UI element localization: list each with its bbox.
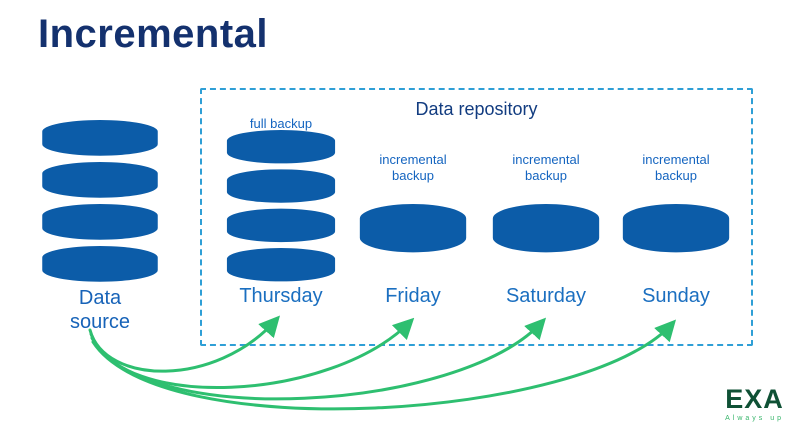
data-repository-label: Data repository — [415, 99, 538, 119]
saturday-day-label: Saturday — [505, 285, 587, 307]
saturday-backup-type-label: incremental backup — [512, 152, 580, 184]
exa-logo: EXA Always up — [725, 384, 784, 423]
data-source-database-icon — [42, 120, 158, 282]
friday-backup-type-label: incremental backup — [379, 152, 447, 184]
exa-logo-text: EXA — [725, 384, 784, 414]
sunday-backup-type-label: incremental backup — [642, 152, 710, 184]
exa-logo-tagline: Always up — [725, 415, 784, 422]
thursday-backup-type-label: full backup — [249, 116, 313, 131]
saturday-database-icon — [492, 204, 600, 253]
thursday-day-label: Thursday — [239, 285, 323, 307]
thursday-database-icon — [226, 130, 336, 282]
sunday-day-label: Sunday — [642, 285, 710, 307]
sunday-database-icon — [622, 204, 730, 253]
friday-day-label: Friday — [385, 285, 441, 307]
friday-database-icon — [359, 204, 467, 253]
data-source-label: Data source — [69, 287, 131, 333]
page-title: Incremental — [38, 12, 269, 56]
